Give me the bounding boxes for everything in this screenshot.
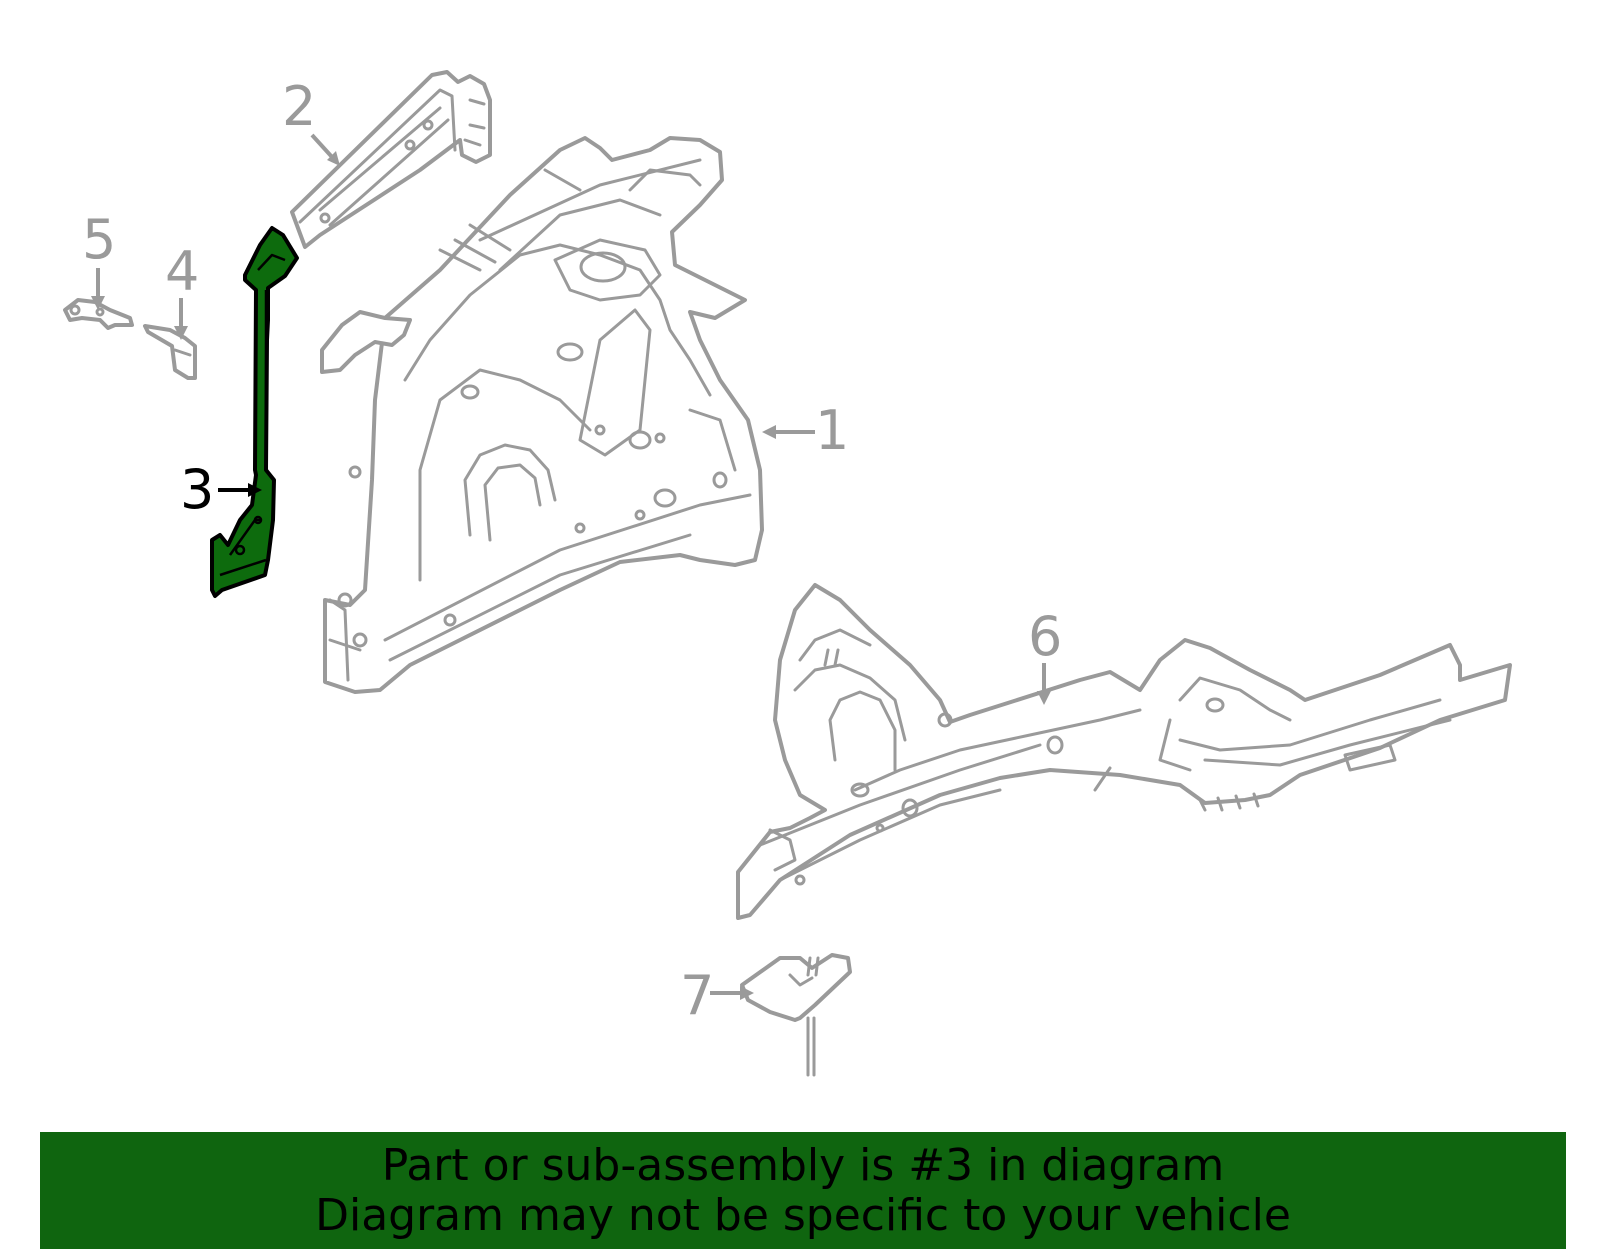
notice-banner: Part or sub-assembly is #3 in diagram Di…: [40, 1132, 1566, 1249]
banner-line-2: Diagram may not be specific to your vehi…: [315, 1189, 1291, 1241]
callout-5[interactable]: 5: [82, 208, 116, 271]
callout-4[interactable]: 4: [165, 240, 199, 303]
leader-2: [310, 133, 334, 159]
callout-7[interactable]: 7: [680, 964, 714, 1027]
part-3-pillar-reinforcement[interactable]: [210, 226, 299, 598]
part-7-mount-bracket[interactable]: [740, 953, 852, 1077]
arrowhead-6: [1037, 691, 1051, 705]
arrowhead-3: [248, 483, 262, 497]
callout-labels: 1 2 3 4 5 6 7: [82, 75, 1062, 1027]
callout-6[interactable]: 6: [1028, 605, 1062, 668]
arrowhead-7: [740, 986, 754, 1000]
part-5-clip[interactable]: [63, 298, 134, 330]
arrowhead-1: [762, 425, 776, 439]
part-1-apron-assembly[interactable]: [320, 136, 764, 694]
callout-1[interactable]: 1: [815, 399, 849, 462]
arrowhead-5: [91, 296, 105, 310]
callout-leaders: [91, 133, 1051, 1000]
arrowhead-2: [327, 151, 340, 166]
banner-line-1: Part or sub-assembly is #3 in diagram: [381, 1139, 1225, 1191]
part-2-upper-rail[interactable]: [290, 70, 492, 249]
arrowhead-4: [174, 326, 188, 340]
callout-3[interactable]: 3: [180, 458, 214, 521]
callout-2[interactable]: 2: [282, 75, 316, 138]
part-4-bracket[interactable]: [143, 324, 197, 380]
part-6-side-member[interactable]: [736, 583, 1512, 920]
